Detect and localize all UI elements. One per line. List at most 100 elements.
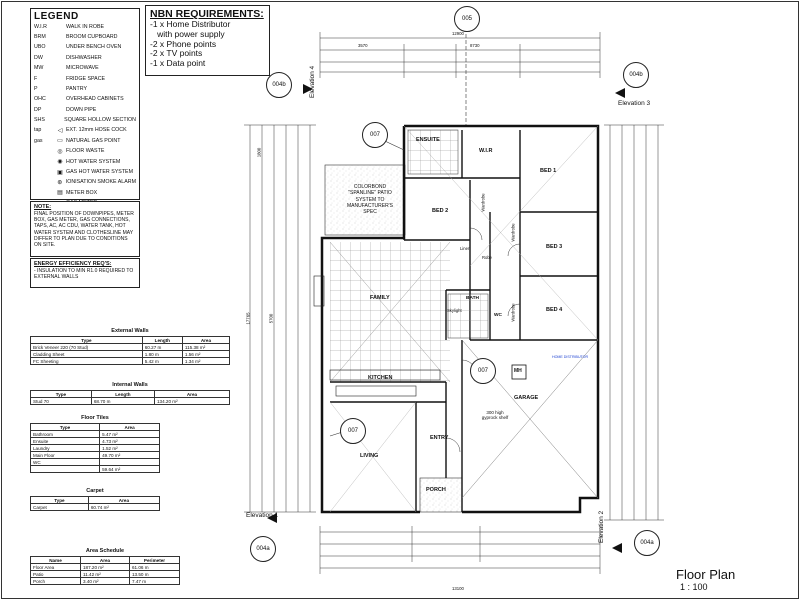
legend-label: FLOOR WASTE — [66, 148, 105, 155]
energy-box: ENERGY EFFICIENCY REQ'S: - INSULATION TO… — [30, 258, 140, 288]
elevation-bubble-004b-right: 004b — [623, 62, 649, 88]
energy-title: ENERGY EFFICIENCY REQ'S: — [34, 261, 112, 267]
elevation-1-arrow — [267, 513, 277, 523]
elevation-bubble-004a-left: 004a — [250, 536, 276, 562]
legend-label: WALK IN ROBE — [66, 23, 105, 30]
kitchen-bench — [329, 369, 441, 381]
legend-row: DP DOWN PIPE — [34, 105, 136, 115]
top-dimension-lines — [319, 32, 601, 78]
legend-symbol-icon: ◎ — [57, 148, 63, 155]
nbn-item: -2 x Phone points — [150, 38, 217, 49]
room-kitchen: KITCHEN — [368, 375, 393, 381]
room-garage: GARAGE — [514, 395, 539, 401]
legend-label: GAS HOT WATER SYSTEM — [66, 169, 134, 176]
nbn-list: -1 x Home Distributor with power supply-… — [150, 19, 265, 69]
robe-label: Robe — [482, 255, 493, 260]
legend-code: DW — [34, 54, 43, 61]
legend-label: DISHWASHER — [66, 54, 102, 61]
legend-label: METER BOX — [66, 189, 98, 196]
legend-label: PANTRY — [66, 85, 87, 92]
legend-label: SQUARE HOLLOW SECTION — [64, 117, 136, 124]
legend-label: BROOM CUPBOARD — [66, 33, 118, 40]
legend-row: tap◁EXT. 12mm HOSE COCK — [34, 126, 136, 136]
room-bed2: BED 2 — [432, 208, 449, 214]
nbn-item: with power supply — [150, 28, 225, 39]
legend-row: ▤METER BOX — [34, 188, 136, 198]
legend-label: HOT WATER SYSTEM — [66, 158, 121, 165]
carpet-title: Carpet — [86, 488, 104, 494]
dim-left-a: 1800 — [256, 147, 262, 158]
table-cell: 134.20 m² — [153, 397, 231, 405]
section-bubble-1: 007 — [470, 358, 496, 384]
room-wc: WC — [494, 313, 502, 318]
legend-row: ▣GAS HOT WATER SYSTEM — [34, 167, 136, 177]
table-cell: 60.74 m² — [87, 503, 161, 511]
legend-symbol-icon: ▣ — [57, 169, 63, 176]
legend-label: FRIDGE SPACE — [66, 75, 106, 82]
internal-walls-title: Internal Walls — [112, 382, 148, 388]
dim-bottom-total: 13100 — [452, 586, 464, 591]
room-family: FAMILY — [370, 295, 390, 301]
home-distributor-label: HOME DISTRIBUTOR — [552, 355, 589, 359]
elevation-4-label: Elevation 4 — [309, 65, 316, 98]
wardrobe-label-1: Wardrobe — [480, 193, 486, 212]
legend-symbol-icon: ◁ — [57, 128, 63, 135]
legend-label: IONISATION SMOKE ALARM — [65, 179, 136, 186]
legend-label: EXT. 12mm HOSE COCK — [66, 127, 127, 134]
legend-row: gas▭NATURAL GAS POINT — [34, 136, 136, 146]
legend-symbol-icon: ▭ — [57, 138, 63, 145]
energy-text: - INSULATION TO MIN R1.0 REQUIRED TO EXT… — [34, 267, 134, 281]
elevation-2-arrow — [612, 543, 622, 553]
legend-row: ⊛IONISATION SMOKE ALARM — [34, 178, 136, 188]
legend-row: BRM BROOM CUPBOARD — [34, 32, 136, 42]
room-ensuite: ENSUITE — [416, 137, 440, 143]
right-dimension-lines — [604, 124, 664, 521]
dim-top-right: 8730 — [470, 43, 480, 48]
drawing-scale: 1 : 100 — [680, 582, 708, 592]
room-bath: BATH — [466, 296, 479, 301]
legend-code: DP — [34, 106, 42, 113]
legend-row: ◉HOT WATER SYSTEM — [34, 157, 136, 167]
dim-left-b: 5700 — [268, 313, 274, 324]
legend-label: DOWN PIPE — [66, 106, 97, 113]
table-cell: 7.47 m — [128, 577, 181, 585]
nbn-item: -2 x TV points — [150, 48, 203, 59]
nbn-box: NBN REQUIREMENTS: -1 x Home Distributor … — [145, 5, 270, 76]
room-porch: PORCH — [426, 487, 446, 493]
mh-label: MH — [514, 368, 522, 374]
legend-code: W.I.R — [34, 23, 47, 30]
meter-box-symbol — [511, 364, 527, 380]
legend-symbol-icon: ⊛ — [57, 180, 63, 187]
elevation-3-label: Elevation 3 — [618, 100, 651, 107]
legend-code: P — [34, 85, 38, 92]
elevation-bubble-004a-right: 004a — [634, 530, 660, 556]
elevation-2-label: Elevation 2 — [598, 510, 605, 543]
legend-code: OHC — [34, 96, 46, 103]
legend-label: UNDER BENCH OVEN — [66, 44, 122, 51]
dim-top-total: 12900 — [452, 31, 464, 36]
wardrobe-label-3: Wardrobe — [510, 303, 516, 322]
linen-label: Linen — [460, 246, 471, 251]
legend-label: NATURAL GAS POINT — [66, 137, 121, 144]
porch-area — [419, 477, 463, 513]
legend-symbol-icon: ▤ — [57, 190, 63, 197]
skylight-label: Skylight — [447, 308, 462, 313]
section-bubble-top: 005 — [454, 6, 480, 32]
note-text: FINAL POSITION OF DOWNPIPES, METER BOX, … — [34, 210, 134, 249]
legend-code: BRM — [34, 33, 46, 40]
table-cell: 1.34 m² — [181, 357, 231, 365]
